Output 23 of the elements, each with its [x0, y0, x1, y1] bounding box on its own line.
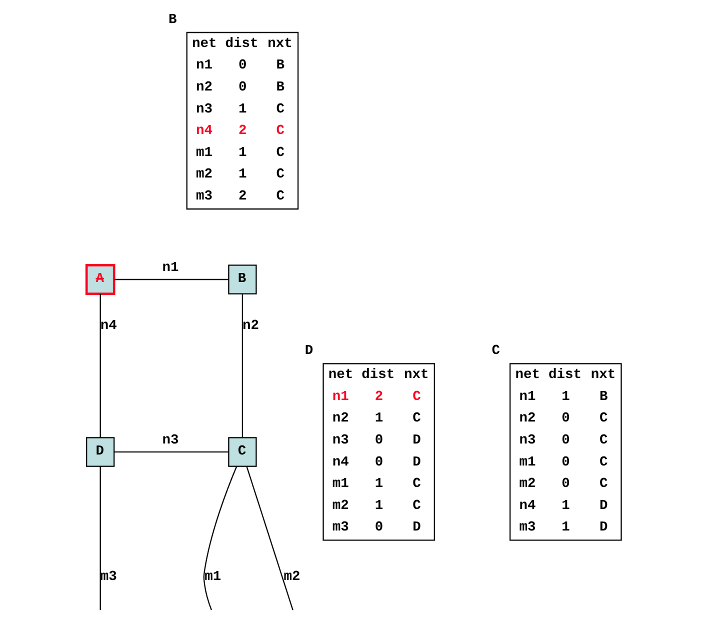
node-box: A	[85, 264, 116, 295]
connector	[203, 466, 238, 610]
edge-label: n1	[162, 261, 179, 276]
node-box: B	[228, 264, 257, 294]
node-label: C	[492, 344, 500, 360]
edge-label: n2	[242, 318, 259, 334]
edge-label: n4	[100, 318, 117, 334]
edge-label: m2	[284, 570, 300, 585]
node-box: C	[228, 437, 257, 467]
edge-label: n3	[162, 434, 179, 449]
connector	[114, 451, 228, 453]
node-box: net dist nxt n1 0 B n2 0 B n3 1 C n4 2 C m1 1 C m2 1 C m3 2 C	[186, 32, 299, 210]
edge-label: m1	[204, 570, 222, 585]
node-label: B	[168, 12, 177, 28]
connector	[100, 466, 101, 610]
node-box: D	[86, 437, 115, 467]
node-box: net dist nxt n1 2 C n2 1 C n3 0 D n4 0 D m1 1 C m2 1 C m3 0 D	[322, 363, 435, 541]
connector	[242, 294, 244, 438]
connector	[246, 466, 294, 610]
node-box: net dist nxt n1 1 B n2 0 C n3 0 C m1 0 C m2 0 C n4 1 D m3 1 D	[510, 363, 622, 541]
connector	[100, 294, 101, 438]
node-label: D	[304, 344, 314, 360]
connector	[114, 278, 228, 280]
